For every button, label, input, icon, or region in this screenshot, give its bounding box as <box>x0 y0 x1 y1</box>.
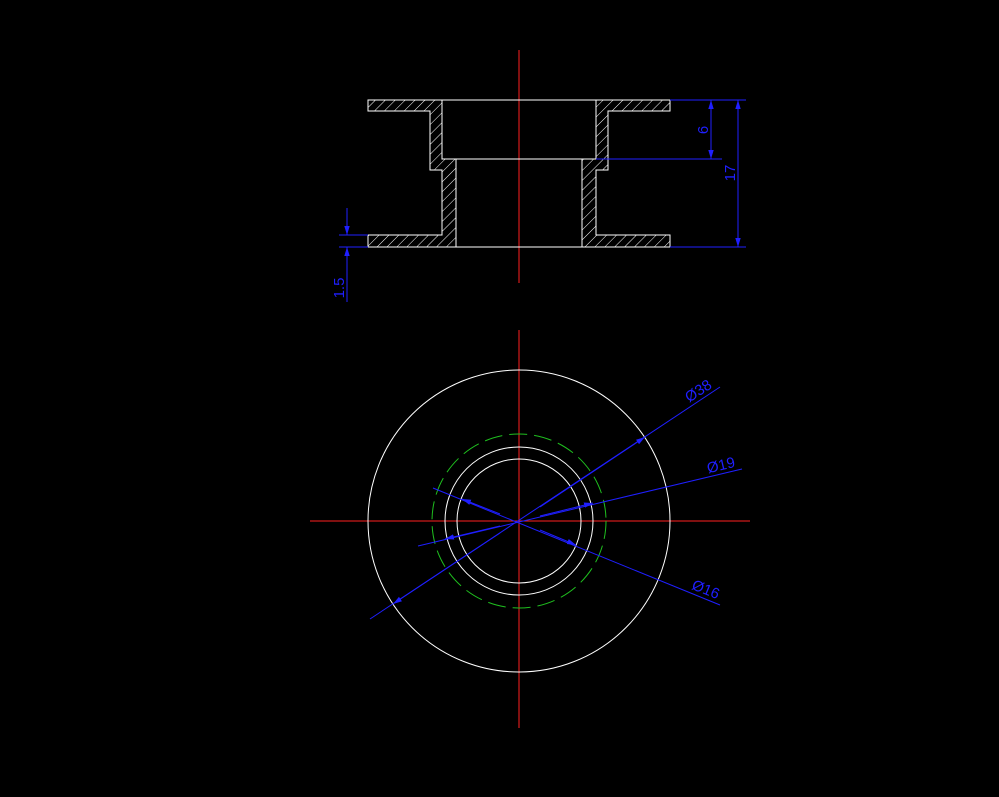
dimension-inner-diameter: Ø16 <box>432 487 722 606</box>
dimension-outer-diameter: Ø38 <box>369 376 721 620</box>
section-view: 6 17 1.5 <box>331 50 746 302</box>
dimension-text-d19: Ø19 <box>705 454 736 477</box>
top-view: Ø38 Ø19 Ø16 <box>310 330 750 728</box>
bore-circle <box>444 446 594 596</box>
left-wall-section <box>367 99 457 248</box>
dimension-overall-height: 17 <box>670 100 746 248</box>
right-wall-section <box>581 99 671 248</box>
inner-circle <box>456 458 582 584</box>
hidden-circle <box>431 433 607 609</box>
outer-circle <box>367 369 671 673</box>
dimension-text-1-5: 1.5 <box>331 278 348 299</box>
dimension-text-6: 6 <box>695 126 712 134</box>
dimension-text-17: 17 <box>722 165 739 182</box>
dimension-counterbore-depth: 6 <box>596 99 746 160</box>
dimension-bore-diameter: Ø19 <box>417 454 743 547</box>
dimension-flange-thickness: 1.5 <box>331 208 368 302</box>
